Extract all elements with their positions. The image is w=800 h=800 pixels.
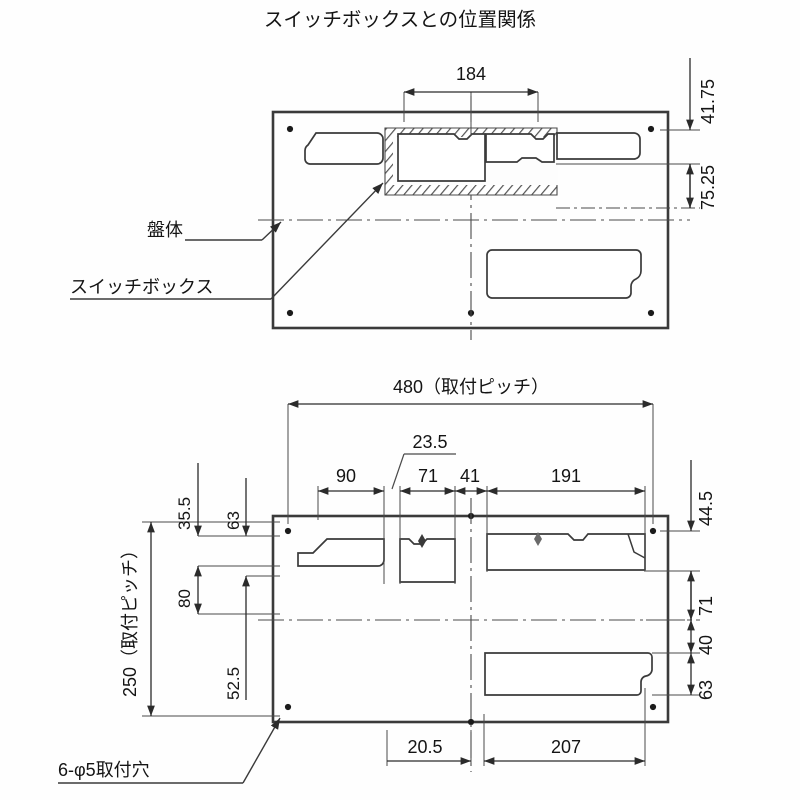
top-view: 184 41.75 75.25 盤体 スイッチボックス xyxy=(70,58,718,340)
mount-hole xyxy=(284,527,292,535)
label-panel-body: 盤体 xyxy=(147,220,183,240)
dim-80: 80 xyxy=(175,535,280,615)
dim-40-label: 40 xyxy=(696,635,716,655)
mount-hole xyxy=(286,125,294,133)
mount-hole xyxy=(649,703,657,711)
dim-63-left: 63 xyxy=(224,478,250,536)
dim-63-right-label: 63 xyxy=(696,680,716,700)
dim-52-5: 52.5 xyxy=(224,575,280,700)
mount-hole xyxy=(647,125,655,133)
bottom-view: 480（取付ピッチ） 90 71 41 191 23.5 xyxy=(58,377,716,784)
top-left-cutout xyxy=(304,132,384,165)
dim-chain-horizontal: 90 71 41 191 23.5 xyxy=(317,432,646,584)
dim-250-label: 250（取付ピッチ） xyxy=(120,541,140,697)
dim-184-label: 184 xyxy=(456,64,486,84)
dim-71-label: 71 xyxy=(418,466,438,486)
leader-switch-box: スイッチボックス xyxy=(70,182,384,300)
label-mounting-holes: 6-φ5取付穴 xyxy=(58,760,150,780)
dim-355-label: 35.5 xyxy=(175,497,194,530)
dim-71-right: 71 xyxy=(646,570,716,621)
drawing-title: スイッチボックスとの位置関係 xyxy=(264,9,536,31)
dim-41-label: 41 xyxy=(460,466,480,486)
dim-63-left-label: 63 xyxy=(224,511,243,530)
top-right-cutout xyxy=(556,132,641,160)
dim-7525-label: 75.25 xyxy=(698,165,718,210)
dim-250: 250（取付ピッチ） xyxy=(120,521,280,717)
bottom-mid-cutout xyxy=(399,538,456,583)
dim-75-25: 75.25 xyxy=(556,163,718,210)
dim-191-label: 191 xyxy=(551,466,581,486)
dim-71-right-label: 71 xyxy=(696,596,716,616)
dim-4175-label: 41.75 xyxy=(698,79,718,124)
mount-hole xyxy=(286,309,294,317)
dim-41-75: 41.75 xyxy=(660,58,718,131)
dim-235-label: 23.5 xyxy=(412,432,447,452)
dim-bottom: 20.5 207 xyxy=(386,688,646,766)
dim-480-label: 480（取付ピッチ） xyxy=(393,377,549,397)
bottom-lower-cutout xyxy=(484,652,653,696)
bottom-right-upper-cutout xyxy=(486,533,646,571)
top-inner-cutout-left xyxy=(397,133,486,182)
dim-205-label: 20.5 xyxy=(407,737,442,757)
top-inner-cutout-right xyxy=(485,133,555,163)
dim-525-label: 52.5 xyxy=(224,667,243,700)
dim-80-label: 80 xyxy=(175,589,194,608)
leader-panel-body: 盤体 xyxy=(147,220,282,241)
dim-184: 184 xyxy=(403,64,539,136)
label-switch-box: スイッチボックス xyxy=(70,277,213,297)
dim-35-5: 35.5 xyxy=(175,463,202,536)
mount-hole xyxy=(284,703,292,711)
dim-44-5: 44.5 xyxy=(660,460,716,532)
dim-90-label: 90 xyxy=(336,466,356,486)
dim-63-right: 63 xyxy=(652,653,716,700)
dim-40: 40 xyxy=(652,620,716,655)
mount-hole xyxy=(649,527,657,535)
dim-207-label: 207 xyxy=(551,737,581,757)
dim-480: 480（取付ピッチ） xyxy=(287,377,654,524)
mount-hole xyxy=(647,309,655,317)
top-lower-cutout xyxy=(486,249,642,299)
mount-hole xyxy=(467,718,475,726)
dim-445-label: 44.5 xyxy=(696,491,716,526)
leader-mounting-holes: 6-φ5取付穴 xyxy=(58,717,281,784)
